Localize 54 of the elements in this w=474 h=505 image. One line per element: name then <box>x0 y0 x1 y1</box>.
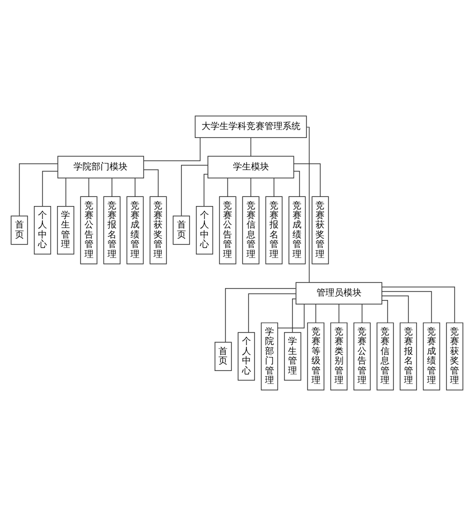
node-box: 竞赛公告管理 <box>219 196 236 264</box>
node-box: 管理员模块 <box>296 282 382 304</box>
connector <box>134 177 136 196</box>
connector <box>42 170 58 206</box>
node-box: 个人中心 <box>238 332 255 380</box>
connector <box>306 126 310 282</box>
node-box: 竞赛成绩管理 <box>422 322 440 390</box>
connector <box>225 288 296 342</box>
node-box: 大学生学科竞赛管理系统 <box>194 115 307 138</box>
node-box: 学院部门管理 <box>260 322 278 390</box>
node-box: 竞赛信息管理 <box>242 196 260 264</box>
node-box: 竞赛公告管理 <box>353 322 371 390</box>
connector <box>293 162 321 196</box>
node-box: 竞赛信息管理 <box>376 322 394 390</box>
node-box: 竞赛获奖管理 <box>150 196 167 264</box>
node-box: 个人中心 <box>196 205 214 254</box>
node-box: 首页 <box>10 215 28 244</box>
connector <box>248 292 296 332</box>
node-box: 竞赛成绩管理 <box>288 196 306 264</box>
node-box: 竞赛报名管理 <box>265 196 283 264</box>
node-box: 竞赛获奖管理 <box>312 196 329 264</box>
connector <box>292 298 296 332</box>
connector <box>382 290 432 323</box>
connector <box>293 170 300 196</box>
connector <box>181 164 208 216</box>
connector <box>381 300 388 322</box>
node-box: 首页 <box>172 215 190 244</box>
node-box: 竞赛公告管理 <box>80 196 98 264</box>
node-box: 竞赛报名管理 <box>103 196 121 264</box>
connector <box>143 136 201 161</box>
connector <box>382 286 456 323</box>
node-box: 学生模块 <box>208 155 294 178</box>
connector <box>382 295 409 322</box>
connector <box>88 177 90 196</box>
node-box: 学生管理 <box>57 205 74 254</box>
connector <box>65 177 66 206</box>
connector <box>227 177 228 196</box>
node-box: 竞赛报名管理 <box>400 322 417 390</box>
node-box: 竞赛获奖管理 <box>446 322 464 390</box>
connector <box>338 303 340 323</box>
node-box: 学院部门模块 <box>57 155 144 178</box>
node-box: 竞赛等级管理 <box>307 322 324 390</box>
node-box: 竞赛类别管理 <box>330 322 348 390</box>
connector <box>278 303 305 328</box>
connector <box>18 162 58 216</box>
connector <box>315 303 316 323</box>
node-box: 竞赛成绩管理 <box>126 196 144 264</box>
node-box: 个人中心 <box>34 205 52 254</box>
connector <box>250 177 252 196</box>
node-box: 学生管理 <box>284 332 302 380</box>
connector <box>250 136 252 156</box>
connector <box>204 173 208 206</box>
connector <box>143 168 159 196</box>
node-box: 首页 <box>214 341 232 370</box>
